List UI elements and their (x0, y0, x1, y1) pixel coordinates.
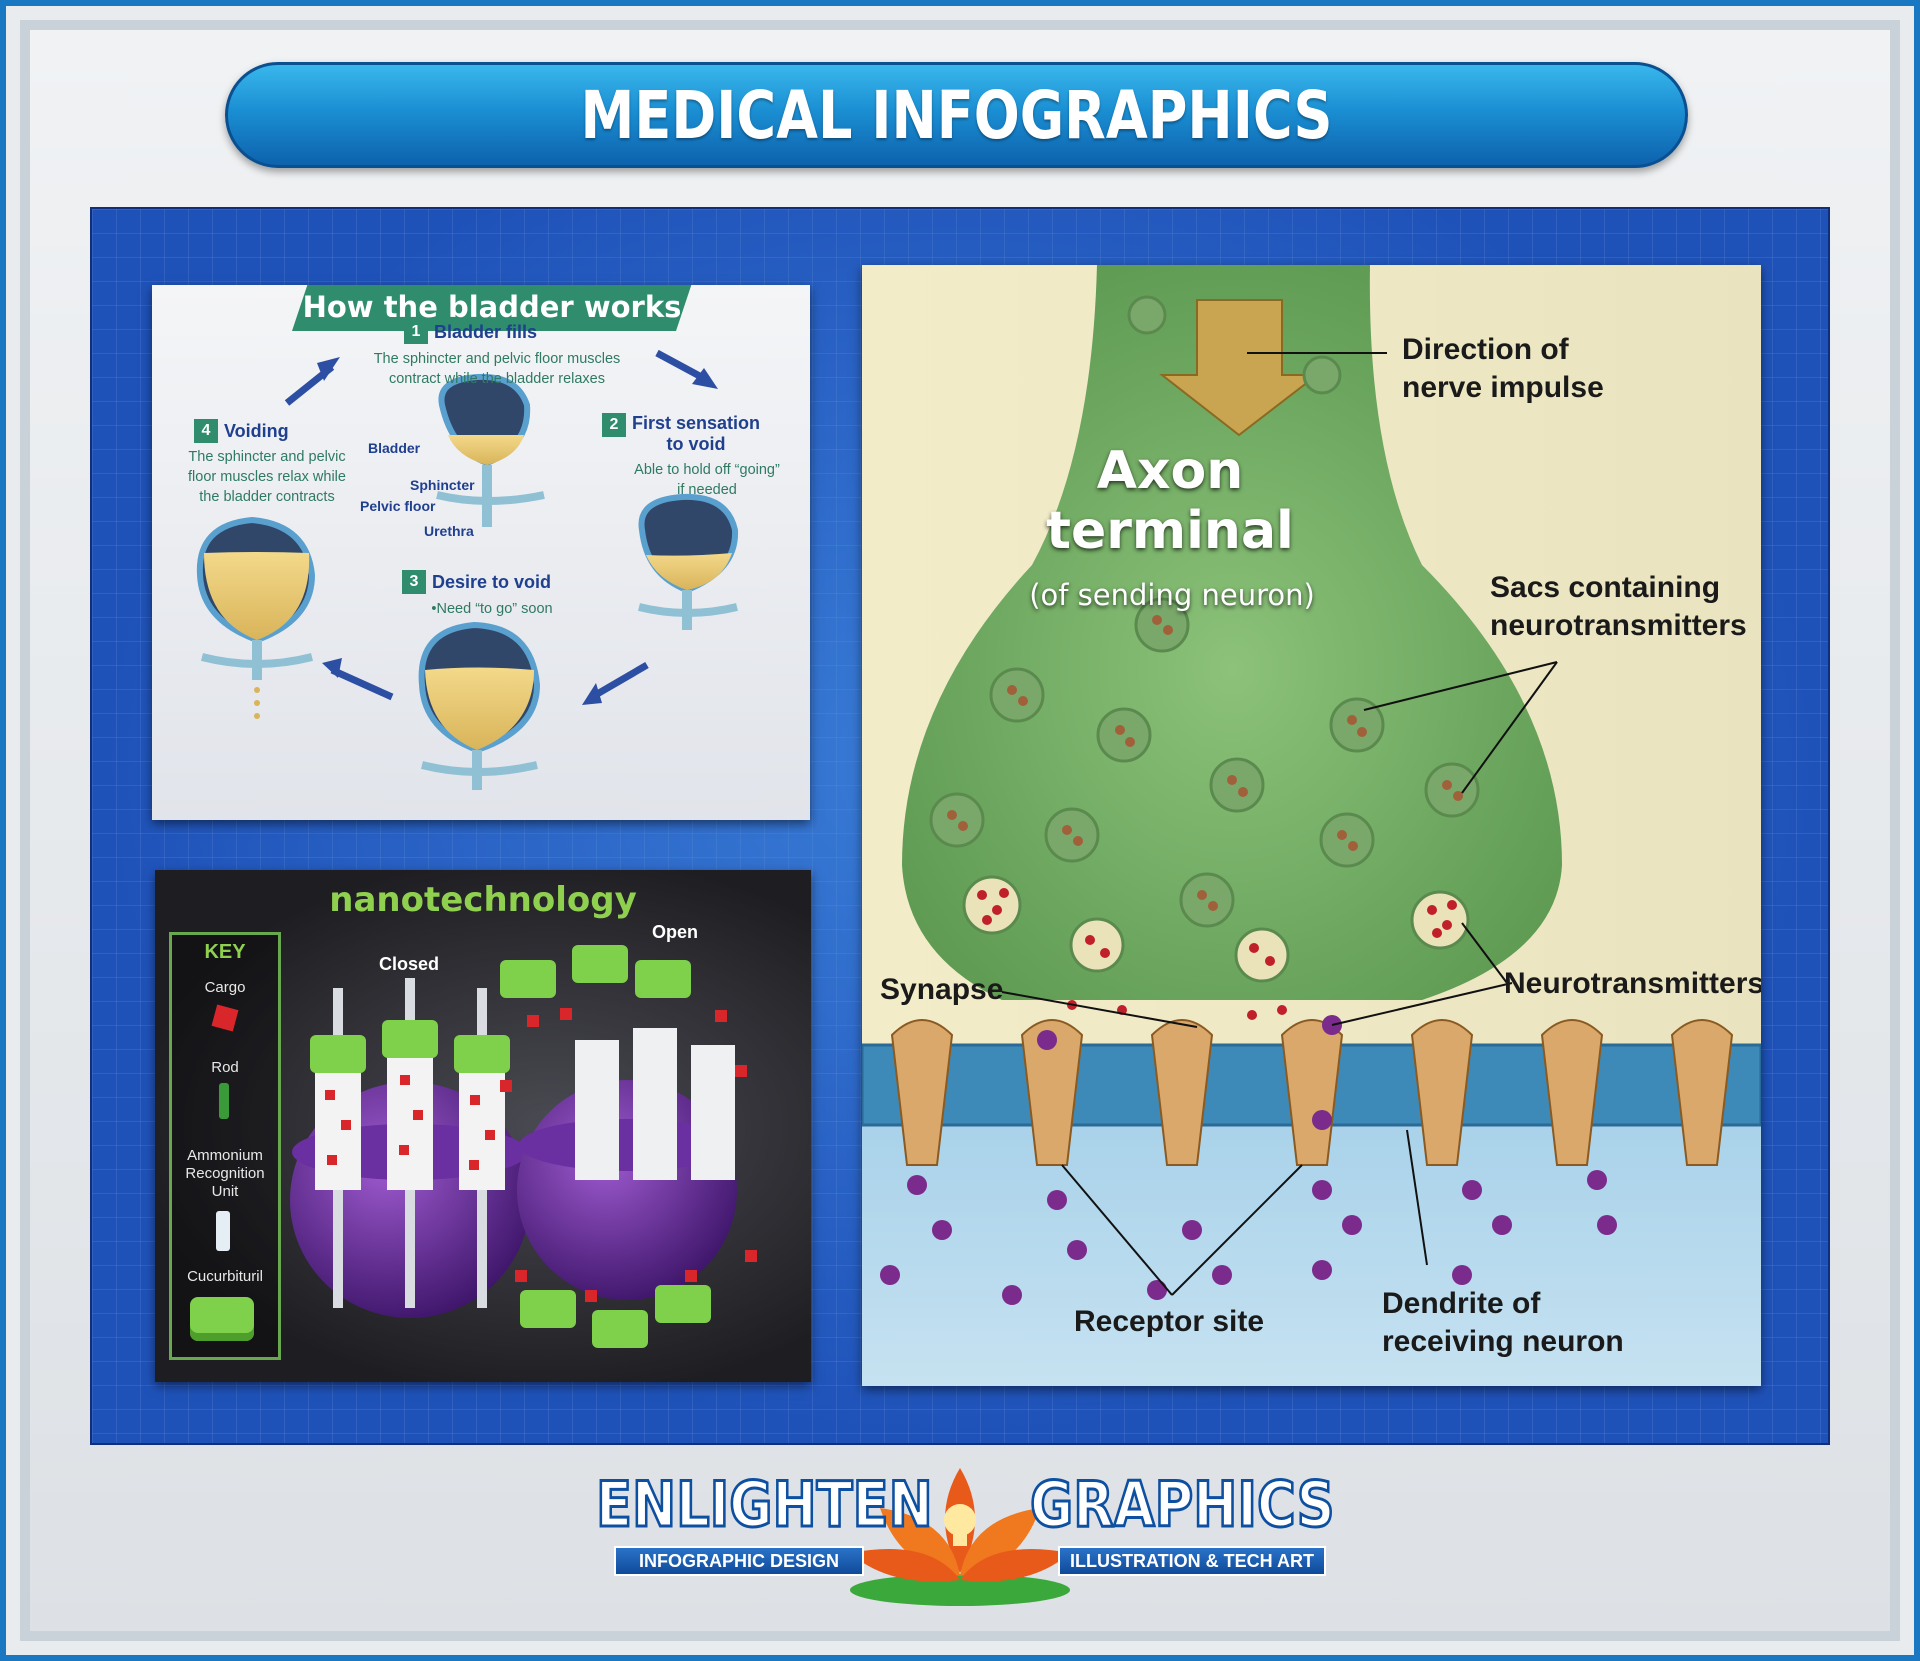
label-bladder: Bladder (368, 440, 421, 456)
step-3-number: 3 (402, 570, 426, 594)
label-pelvic-floor: Pelvic floor (360, 498, 436, 514)
ribbon-right: ILLUSTRATION & TECH ART (1058, 1546, 1326, 1576)
bladder-title-banner: How the bladder works (292, 285, 692, 331)
step-1-title: Bladder fills (434, 321, 538, 342)
bladder-infographic: How the bladder works (152, 285, 810, 820)
arrow-3-to-4 (330, 666, 394, 701)
ribbon-left: INFOGRAPHIC DESIGN (614, 1546, 864, 1576)
vesicles (929, 295, 1480, 928)
sacs-label: Sacs containing neurotransmitters (1490, 571, 1747, 642)
title-banner: MEDICAL INFOGRAPHICS (225, 62, 1688, 168)
key-ammonium-label: Ammonium Recognition Unit (185, 1147, 265, 1200)
received-neurotransmitters (880, 1015, 1617, 1305)
center-bladder (436, 373, 545, 527)
bladder-step2 (638, 493, 739, 630)
bladder-diagram (196, 349, 739, 790)
step-2-title: First sensation to void (632, 413, 761, 454)
key-cargo-label: Cargo (204, 979, 246, 996)
nano-key: KEY Cargo Rod Ammonium Recognition Unit … (169, 932, 281, 1360)
open-nanoparticle (500, 945, 757, 1348)
neurotransmitters-label: Neurotransmitters (1504, 967, 1761, 1000)
sending-neuron-label: (of sending neuron) (1029, 578, 1315, 612)
step-4-heading: 4 Voiding (194, 419, 289, 443)
arrow-2-to-3 (590, 661, 649, 701)
receptor-site-label: Receptor site (1074, 1305, 1265, 1338)
synapse-infographic: Direction of nerve impulse Axon terminal… (862, 265, 1761, 1386)
step-3-desc: •Need “to go” soon (431, 601, 553, 617)
receptors (890, 1019, 1734, 1166)
nanotechnology-infographic: nanotechnology KEY Cargo Rod Ammonium Re… (155, 870, 811, 1382)
synapse-label: Synapse (880, 973, 1004, 1006)
closed-label: Closed (379, 954, 440, 974)
axon-label: Axon (1096, 441, 1244, 501)
step-1-desc: The sphincter and pelvic floor muscles c… (373, 351, 621, 387)
label-sphincter: Sphincter (410, 477, 475, 493)
dendrite-shape (862, 1125, 1761, 1386)
step-2-desc: Able to hold off “going” if needed (634, 462, 780, 498)
bladder-title: How the bladder works (302, 290, 682, 324)
lotus-lightbulb-icon (850, 1468, 1070, 1606)
page-title: MEDICAL INFOGRAPHICS (580, 76, 1333, 154)
logo-word-right: GRAPHICS (1029, 1467, 1336, 1543)
step-4-number: 4 (194, 419, 218, 443)
closed-nanoparticle (290, 978, 530, 1318)
step-2-heading: 2 First sensation to void (602, 413, 760, 455)
step-4-desc: The sphincter and pelvic floor muscles r… (188, 449, 346, 505)
key-cucurbituril-label: Cucurbituril (187, 1268, 263, 1285)
step-1-heading: 1 Bladder fills (404, 320, 537, 344)
key-rod-label: Rod (211, 1059, 239, 1076)
label-urethra: Urethra (424, 523, 474, 539)
open-label: Open (652, 922, 699, 942)
synapse-diagram (862, 265, 1761, 1386)
bladder-step3 (418, 621, 541, 790)
key-title: KEY (204, 941, 246, 963)
logo-word-left: ENLIGHTEN (595, 1467, 934, 1543)
direction-arrow (1159, 299, 1320, 437)
rod-icon (219, 1083, 229, 1119)
ammonium-unit-icon (216, 1211, 230, 1251)
step-3-title: Desire to void (432, 571, 552, 592)
step-1-number: 1 (404, 320, 428, 344)
cucurbituril-icon (190, 1297, 254, 1341)
nano-diagram (290, 945, 757, 1348)
bladder-step4 (196, 516, 316, 719)
terminal-label: terminal (1046, 501, 1294, 561)
dendrite-label: Dendrite of receiving neuron (1382, 1287, 1624, 1358)
nano-title: nanotechnology (329, 880, 637, 920)
direction-label: Direction of nerve impulse (1402, 333, 1604, 404)
step-2-number: 2 (602, 413, 626, 437)
step-4-title: Voiding (224, 420, 289, 441)
step-3-heading: 3 Desire to void (402, 570, 551, 594)
